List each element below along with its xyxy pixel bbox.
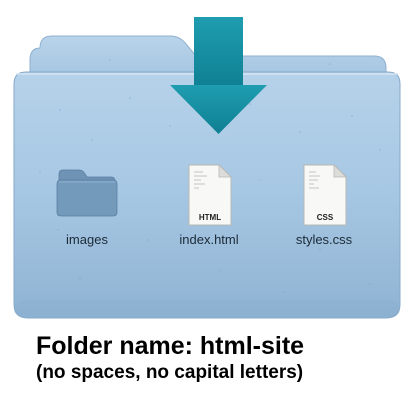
caption-subline: (no spaces, no capital letters) <box>36 362 304 383</box>
css-file-icon: CSS <box>269 162 379 230</box>
styles-css-file[interactable]: CSS styles.css <box>269 162 379 262</box>
caption: Folder name: html-site (no spaces, no ca… <box>36 331 406 385</box>
folder-icon <box>32 162 142 230</box>
styles-css-label: styles.css <box>295 232 353 247</box>
html-file-tag: HTML <box>199 213 221 222</box>
images-folder[interactable]: images <box>32 162 142 262</box>
caption-headline: Folder name: html-site <box>36 332 305 360</box>
index-html-file[interactable]: HTML index.html <box>154 162 264 262</box>
css-file-tag: CSS <box>317 213 334 222</box>
down-arrow-icon <box>170 17 267 134</box>
images-folder-label: images <box>66 232 108 247</box>
html-file-icon: HTML <box>154 162 264 230</box>
index-html-label: index.html <box>179 232 239 247</box>
